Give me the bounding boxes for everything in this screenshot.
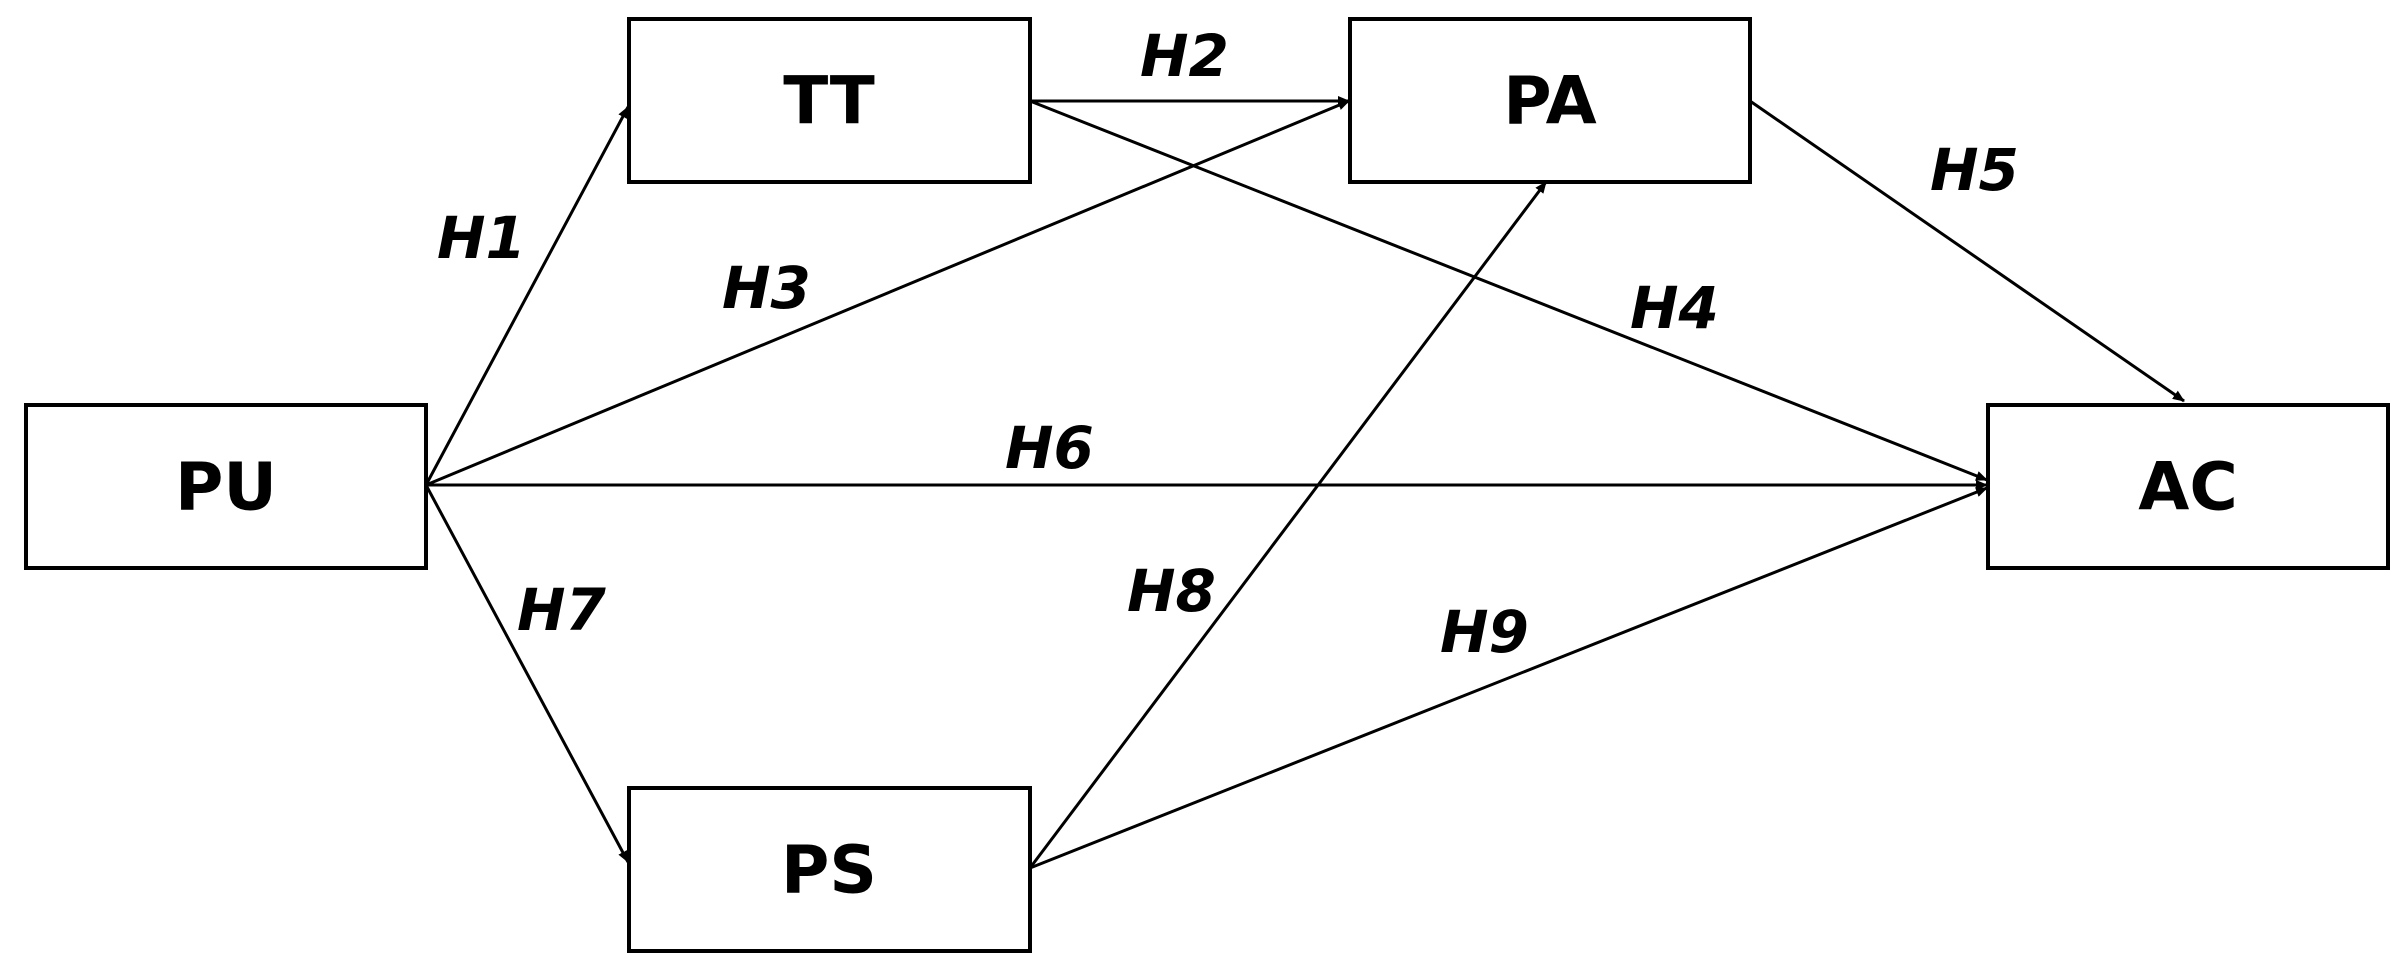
edge-h5-line [1749, 99, 2185, 403]
node-pa-label: PA [1503, 63, 1596, 140]
node-pu-box [24, 403, 428, 570]
nodes: PU TT PA PS AC [24, 17, 2390, 953]
node-pa: PA [1348, 17, 1752, 184]
edge-h1-label: H1 [437, 204, 526, 272]
node-ac: AC [1986, 403, 2390, 570]
edge-h4-label: H4 [1630, 274, 1719, 342]
edge-h8-line [1028, 181, 1548, 869]
edge-labels: H1 H2 H3 H4 H5 H6 H7 H8 H9 [437, 22, 2019, 666]
node-ps-label: PS [781, 832, 877, 909]
node-pu: PU [24, 403, 428, 570]
edge-h5-label: H5 [1930, 136, 2019, 204]
edge-h7-line [424, 484, 630, 863]
edge-h2-label: H2 [1140, 22, 1229, 90]
edge-h9-label: H9 [1440, 598, 1529, 666]
node-tt-label: TT [783, 63, 875, 140]
node-pu-label: PU [175, 449, 277, 526]
edge-h4-line [1029, 99, 1988, 482]
edge-h6-label: H6 [1005, 414, 1094, 482]
node-ps-box [627, 786, 1032, 953]
node-ac-box [1986, 403, 2390, 570]
node-ac-label: AC [2138, 449, 2238, 526]
edge-h8-label: H8 [1127, 557, 1216, 625]
edges [424, 96, 2185, 870]
edge-h9-line [1029, 486, 1988, 870]
edge-h3-label: H3 [722, 254, 811, 322]
node-pa-box [1348, 17, 1752, 184]
node-tt-box [627, 17, 1032, 184]
edge-h7-label: H7 [517, 576, 607, 644]
edge-h1-line [424, 106, 630, 486]
node-tt: TT [627, 17, 1032, 184]
node-ps: PS [627, 786, 1032, 953]
